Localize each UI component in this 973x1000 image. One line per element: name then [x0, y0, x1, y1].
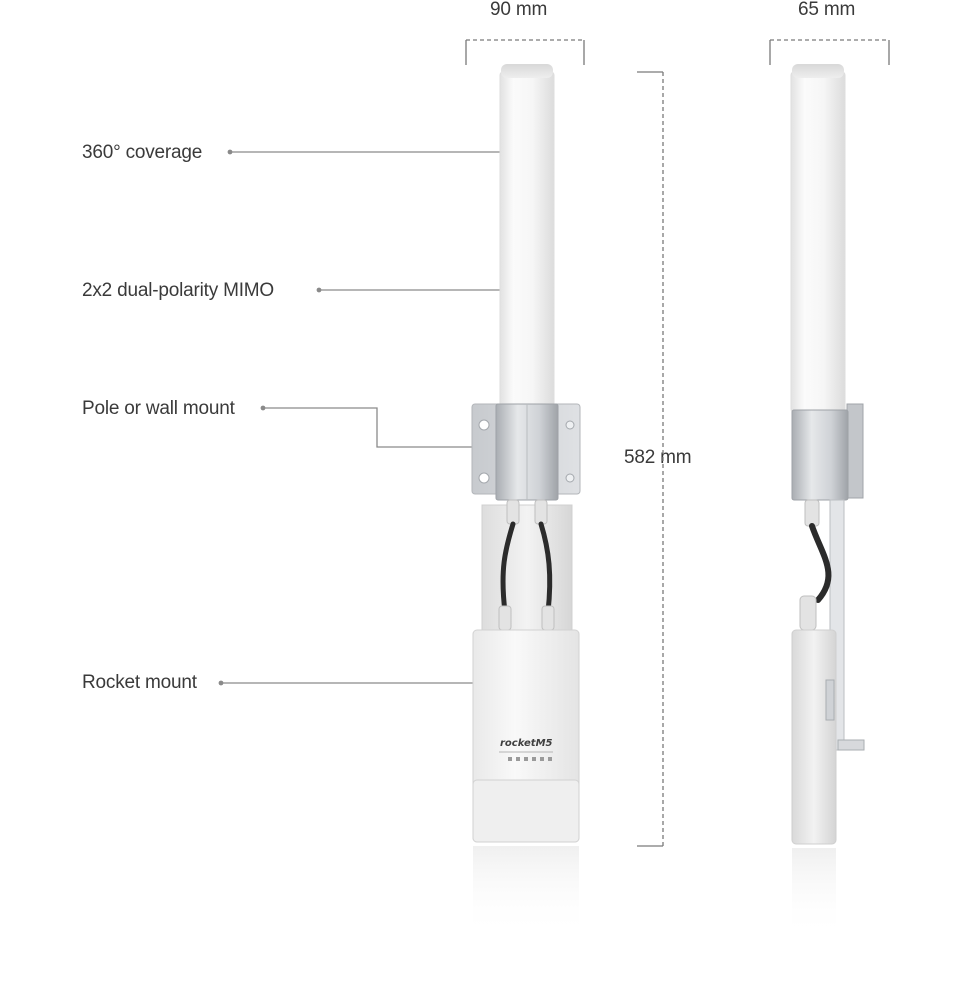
leader-rocket — [218, 680, 476, 686]
height-dimension — [637, 71, 664, 847]
feature-label-rocket: Rocket mount — [82, 672, 197, 693]
front-width-label: 90 mm — [490, 0, 548, 20]
rocket-branding: rocketM5 — [499, 738, 553, 761]
feature-label-mimo: 2x2 dual-polarity MIMO — [82, 280, 275, 301]
leader-mimo — [316, 287, 500, 293]
side-width-dimension — [769, 39, 890, 65]
rocket-model-text: rocketM5 — [500, 738, 553, 749]
side-antenna — [790, 64, 865, 938]
side-width-label: 65 mm — [798, 0, 856, 20]
height-label: 582 mm — [624, 447, 692, 468]
front-antenna: rocketM5 — [471, 64, 581, 936]
leader-mount — [260, 405, 472, 448]
leader-coverage — [227, 149, 500, 155]
feature-label-mount: Pole or wall mount — [82, 398, 235, 419]
feature-label-coverage: 360° coverage — [82, 142, 203, 163]
front-width-dimension — [465, 39, 585, 65]
